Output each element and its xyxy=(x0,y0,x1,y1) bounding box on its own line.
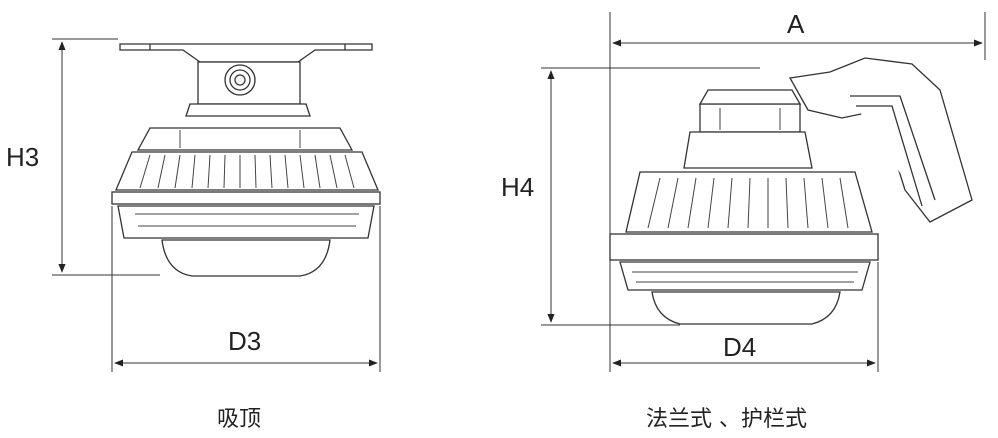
h3-label: H3 xyxy=(6,142,39,172)
h4-label: H4 xyxy=(501,172,534,202)
ceiling-mount-fins xyxy=(135,130,359,227)
a-label: A xyxy=(787,9,805,39)
ceiling-mount-lamp xyxy=(111,43,381,277)
flange-mount-lamp xyxy=(609,57,973,325)
ceiling-mount-dimensions xyxy=(52,38,381,372)
flange-mount-fins xyxy=(632,108,858,283)
d3-label: D3 xyxy=(228,326,261,356)
d4-label: D4 xyxy=(723,332,756,362)
flange-mount-dimensions xyxy=(541,12,986,372)
ceiling-mount-caption: 吸顶 xyxy=(217,407,262,432)
flange-mount-caption: 法兰式 、护栏式 xyxy=(646,407,807,432)
